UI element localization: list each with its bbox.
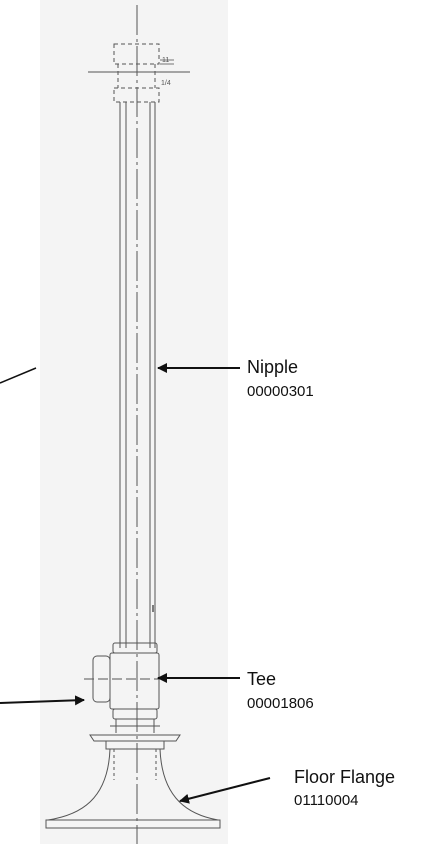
drawing-paper: [40, 0, 228, 844]
nipple-label: Nipple: [247, 357, 299, 377]
left-arrow-lower: [0, 695, 85, 706]
floor-flange-part-number: 01110004: [294, 792, 359, 809]
floor-flange-arrow: [179, 777, 271, 804]
nipple-part-number: 00000301: [247, 383, 314, 400]
tee-label: Tee: [247, 669, 277, 689]
top-dim-note-1: 11: [162, 57, 170, 64]
callout-arrows: [0, 363, 271, 804]
floor-flange-label: Floor Flange: [294, 767, 396, 787]
nipple-pipe: [119, 102, 156, 648]
short-nipple: [110, 719, 160, 733]
top-coupling-dashed: [113, 43, 160, 103]
top-dim-note-2: 1/4: [161, 80, 171, 87]
tee-part-number: 00001806: [247, 695, 314, 712]
left-leader-upper: [0, 367, 37, 384]
